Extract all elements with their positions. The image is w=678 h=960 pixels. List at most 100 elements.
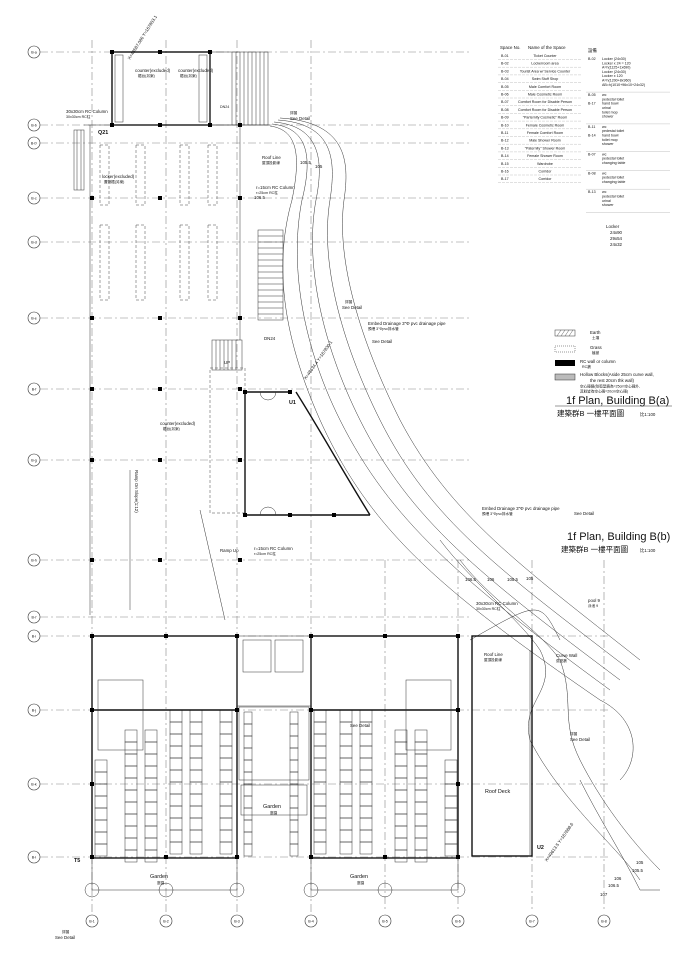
fixture-group-no: B-02	[588, 57, 596, 61]
grid-row-label: B-l	[32, 855, 37, 859]
shower-cell	[394, 765, 408, 779]
svg-text:UP: UP	[224, 360, 230, 365]
svg-text:預埋 3"Φpvc排水管: 預埋 3"Φpvc排水管	[368, 326, 399, 331]
earth-swatch	[554, 329, 576, 337]
fixture-item: AB=h(1010+96x10+24x32)	[602, 83, 645, 87]
fixture-item: shower	[602, 115, 614, 119]
column	[158, 458, 162, 462]
svg-text:30x30cm RC柱: 30x30cm RC柱	[66, 114, 91, 119]
svg-text:105.5: 105.5	[632, 868, 644, 873]
shower-cell	[124, 825, 138, 839]
column	[456, 708, 460, 712]
shower-cell	[359, 757, 373, 771]
shower-cell	[414, 729, 428, 743]
column	[90, 458, 94, 462]
svg-text:24x32: 24x32	[610, 242, 623, 247]
grid-col-label: B-3	[234, 919, 240, 923]
column	[309, 708, 313, 712]
shower-cell	[313, 709, 327, 723]
title-b-a: 1f Plan, Building B(a) 建築群B 一樓平面圖 比1:100	[555, 395, 672, 418]
shower-cell	[359, 841, 373, 855]
shower-cell	[414, 753, 428, 767]
point-u1: U1	[289, 400, 296, 406]
column	[309, 634, 313, 638]
svg-text:庭園: 庭園	[357, 880, 365, 885]
trees	[84, 882, 466, 898]
shower-cell	[289, 783, 299, 797]
shower-cell	[289, 831, 299, 845]
svg-text:RC wall or column: RC wall or column	[580, 359, 616, 364]
shower-cell	[289, 759, 299, 773]
space-name: Lockerroom area	[531, 62, 558, 66]
fixture-item: shower	[602, 142, 614, 146]
grid-col-label: B-5	[382, 919, 388, 923]
shower-cell	[219, 817, 233, 831]
rc-columns	[90, 50, 460, 859]
fixture-group-no: B-14	[588, 134, 596, 138]
svg-text:See Detail: See Detail	[570, 737, 590, 742]
svg-text:DN24: DN24	[220, 105, 229, 109]
stairs-top	[209, 51, 269, 126]
shower-cell	[169, 817, 183, 831]
space-no: B-02	[501, 62, 509, 66]
column	[238, 123, 242, 127]
column-note: 30x30cm RC Column	[66, 109, 108, 114]
svg-text:105.5: 105.5	[300, 160, 312, 165]
svg-text:庭園: 庭園	[157, 880, 165, 885]
grid-row-label: B-g	[31, 458, 37, 462]
column	[243, 390, 247, 394]
fixture-group-no: B-13	[588, 190, 596, 194]
shower-cell	[144, 849, 158, 863]
shower-cell	[243, 783, 253, 797]
svg-text:Garden: Garden	[150, 874, 168, 880]
space-no: B-09	[501, 116, 509, 120]
shower-cell	[219, 805, 233, 819]
fixture-group-no: B-07	[588, 152, 596, 156]
shower-cell	[189, 793, 203, 807]
shower-cell	[289, 819, 299, 833]
fixture-item: pedestal toilet	[602, 157, 624, 161]
space-no: B-16	[501, 170, 509, 174]
svg-text:X=49613.5 Y=167688.6: X=49613.5 Y=167688.6	[544, 821, 575, 862]
fixture-item: Locker x 120	[602, 74, 623, 78]
grid-bubble-col	[525, 914, 539, 928]
fixture-item: wc	[602, 125, 607, 129]
svg-text:30x30cm RC柱: 30x30cm RC柱	[476, 606, 501, 611]
grid-row-label: B-a	[31, 50, 37, 54]
shower-cell	[289, 771, 299, 785]
shower-cell	[219, 721, 233, 735]
svg-text:詳圖: 詳圖	[62, 929, 70, 934]
hollow-block-swatch	[554, 373, 576, 381]
shower-cell	[359, 793, 373, 807]
annotations: counter(excluded) 櫃台(另案) counter(exclude…	[55, 14, 644, 940]
shower-cell	[444, 843, 458, 857]
svg-text:106.5: 106.5	[465, 577, 477, 582]
shower-cell	[243, 735, 253, 749]
shower-cell	[394, 813, 408, 827]
grid-row-label: B-k	[31, 782, 37, 786]
space-name: "Paternity" Shower Room	[525, 146, 566, 150]
svg-text:預埋 3"Φpvc排水管: 預埋 3"Φpvc排水管	[482, 511, 513, 516]
shower-cell	[394, 753, 408, 767]
space-name: Corridor	[539, 170, 553, 174]
space-name: Comfort Room for Disable Person	[518, 100, 572, 104]
shower-cell	[313, 829, 327, 843]
shower-cell	[169, 805, 183, 819]
shower-cell	[219, 709, 233, 723]
shower-cell	[359, 829, 373, 843]
shower-cell	[94, 807, 108, 821]
svg-text:X=48587.086 Y=167803.1: X=48587.086 Y=167803.1	[127, 14, 159, 61]
title-b-b: 1f Plan, Building B(b) 建築群B 一樓平面圖 比1:100	[561, 531, 670, 554]
column	[208, 50, 212, 54]
grass-swatch	[554, 345, 576, 353]
shower-cell	[243, 771, 253, 785]
ramp-slope-label: Ramp On Slope(1:12)	[134, 470, 139, 513]
svg-text:See Detail: See Detail	[372, 339, 392, 344]
roof-deck	[471, 635, 533, 857]
shower-cell	[169, 709, 183, 723]
shower-cell	[313, 733, 327, 747]
column	[243, 513, 247, 517]
shower-cell	[243, 711, 253, 725]
fixture-item: wc	[602, 152, 607, 156]
svg-text:107: 107	[600, 892, 608, 897]
